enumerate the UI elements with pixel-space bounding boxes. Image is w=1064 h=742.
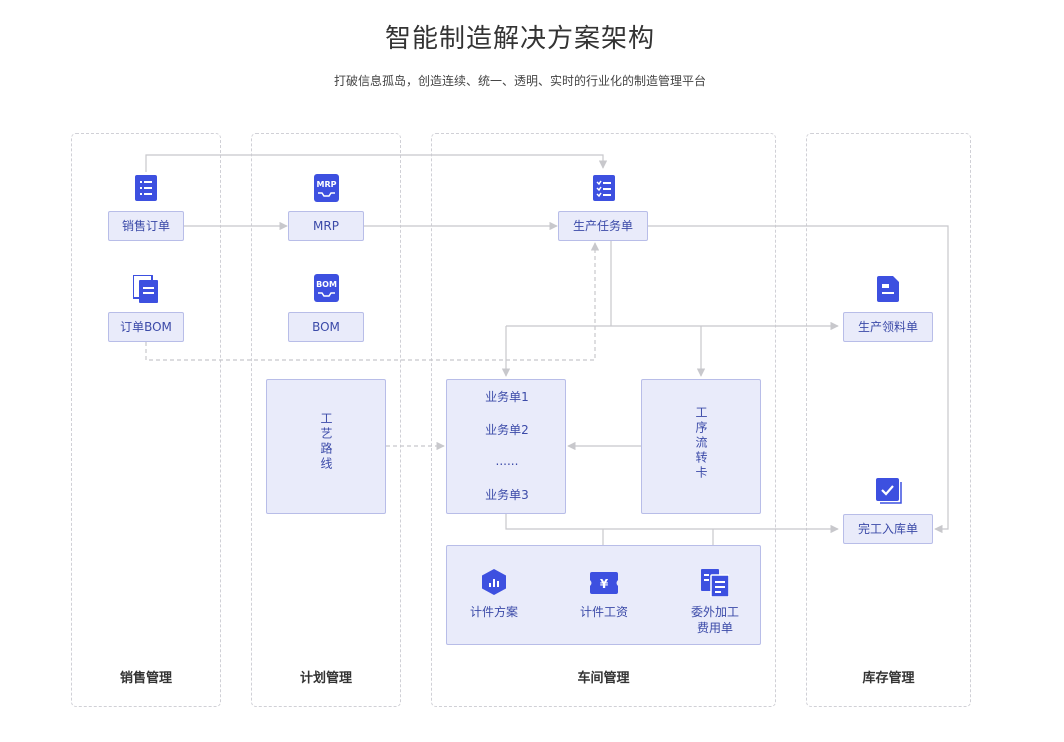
checklist-icon [593,175,615,201]
biz-order-3: 业务单3 [485,488,529,502]
lane-label-sales: 销售管理 [119,671,172,686]
list-document-icon [135,175,157,201]
process-route-block[interactable]: 工艺路线 [266,379,386,514]
line-sales-to-task-top [145,154,608,172]
page-title: 智能制造解决方案架构 [384,24,655,54]
piece-wage-label[interactable]: 计件工资 [579,605,628,619]
stacked-document-icon [133,275,158,303]
line-biz-to-completion [505,514,839,534]
lane-label-workshop: 车间管理 [577,671,630,686]
yuan-ticket-icon: ¥ [590,572,618,594]
biz-order-2: 业务单2 [485,423,529,437]
bom-node[interactable]: BOM [288,312,364,342]
line-bom-to-task [145,242,600,361]
material-requisition-node[interactable]: 生产领料单 [843,312,933,342]
process-route-label: 工艺路线 [319,412,333,472]
form-document-icon [877,276,899,302]
biz-order-ellipsis: ...... [495,454,519,468]
outsource-fee-label[interactable]: 委外加工 费用单 [675,604,755,636]
lane-workshop: 车间管理 [431,133,776,707]
bom-icon: BOM [314,274,339,302]
line-task-to-completion [648,225,949,534]
lane-label-inventory: 库存管理 [862,671,915,686]
completion-inbound-node[interactable]: 完工入库单 [843,514,933,544]
biz-order-1: 业务单1 [485,390,529,404]
outsource-documents-icon [701,569,729,597]
checkbox-icon [876,478,902,504]
wage-section-block: 计件方案 ¥ 计件工资 委外加工 费用单 [446,545,761,645]
mrp-icon: MRP [314,174,339,202]
bom-icon-text: BOM [316,280,337,289]
mrp-icon-text: MRP [317,180,337,189]
sales-order-node[interactable]: 销售订单 [108,211,184,241]
production-task-node[interactable]: 生产任务单 [558,211,648,241]
process-card-label: 工序流转卡 [694,406,708,481]
process-card-block[interactable]: 工序流转卡 [641,379,761,514]
mrp-node[interactable]: MRP [288,211,364,241]
lane-inventory: 库存管理 [806,133,971,707]
page-subtitle: 打破信息孤岛，创造连续、统一、透明、实时的行业化的制造管理平台 [333,74,706,88]
order-bom-node[interactable]: 订单BOM [108,312,184,342]
hexagon-chart-icon [482,569,506,595]
business-orders-block[interactable]: 业务单1 业务单2 ...... 业务单3 [446,379,566,514]
lane-plan: 计划管理 [251,133,401,707]
lane-sales: 销售管理 [71,133,221,707]
lane-label-plan: 计划管理 [299,671,352,686]
outsource-fee-line1: 委外加工 [690,605,739,619]
outsource-fee-line2: 费用单 [696,621,733,635]
yuan-symbol: ¥ [600,577,609,591]
piece-plan-label[interactable]: 计件方案 [469,605,518,619]
